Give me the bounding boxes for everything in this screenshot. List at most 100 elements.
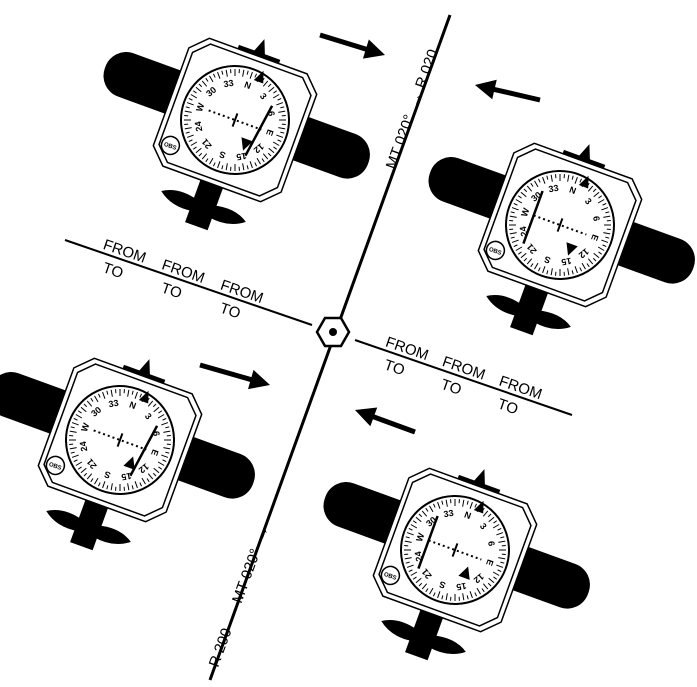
course-label: MT 020° <box>383 112 418 171</box>
dial-label: 12 <box>252 141 266 155</box>
dial-label: 15 <box>121 471 133 483</box>
dial-label: 15 <box>561 256 573 268</box>
course-label: MT 020° <box>229 546 264 605</box>
dial-label: N <box>568 184 578 196</box>
dial-label: 30 <box>89 405 103 419</box>
dial-label: 6 <box>486 540 497 547</box>
dial-label: 24 <box>413 551 425 563</box>
dial-label: S <box>438 579 447 590</box>
dial-label: 21 <box>200 137 214 151</box>
obs-label: OBS <box>163 142 177 152</box>
dial-label: 15 <box>236 151 248 163</box>
radial-label: R 020 <box>412 47 442 90</box>
dial-label: 3 <box>478 521 489 531</box>
dial-label: 24 <box>518 226 530 238</box>
cdi-dots <box>208 109 262 131</box>
dial-label: 6 <box>151 430 162 437</box>
dial-label: E <box>149 448 160 457</box>
dial-label: N <box>243 79 253 91</box>
arrow-icon <box>199 362 271 390</box>
dial-label: 12 <box>137 461 151 475</box>
radial-top-labels: MT 020° → R 020 <box>383 47 442 171</box>
dial-label: N <box>128 399 138 411</box>
dial-label: W <box>194 101 206 113</box>
radial-bottom-labels: R 200 — MT 020° → <box>206 524 273 670</box>
dial-label: E <box>484 558 495 567</box>
dial-label: 30 <box>204 85 218 99</box>
svg-text:—: — <box>222 604 243 624</box>
cdi-needle <box>244 105 274 157</box>
radial-label: R 200 <box>206 626 236 669</box>
to-label: TO <box>382 356 407 379</box>
dial-label: 33 <box>108 398 120 410</box>
obs-label: OBS <box>488 247 502 257</box>
tail-shape <box>381 620 466 655</box>
arrow-icon <box>355 407 416 435</box>
dial-label: 3 <box>143 411 154 421</box>
dial-label: N <box>463 509 473 521</box>
dial-label: S <box>543 254 552 265</box>
dial-label: 6 <box>266 110 277 117</box>
dial-label: 21 <box>420 567 434 581</box>
obs-knob[interactable]: OBS <box>484 239 507 262</box>
arrow-icon <box>319 32 386 59</box>
dial-label: 33 <box>548 183 560 195</box>
to-label: TO <box>218 300 243 323</box>
cdi-dots <box>533 214 587 236</box>
dial-label: W <box>79 421 91 433</box>
to-flag-icon <box>123 456 135 470</box>
dial-label: W <box>519 206 531 218</box>
to-label: TO <box>495 396 520 419</box>
from-flag-icon <box>566 242 578 256</box>
course-index-icon <box>253 70 264 84</box>
dial-label: 12 <box>472 571 486 585</box>
cdi-needle <box>129 425 159 477</box>
dial-label: 21 <box>525 242 539 256</box>
dial-label: 21 <box>85 457 99 471</box>
dial-label: 6 <box>591 215 602 222</box>
tail-shape <box>161 190 246 225</box>
tail-shape <box>46 510 131 545</box>
dial-label: 24 <box>193 121 205 133</box>
obs-knob[interactable]: OBS <box>379 564 402 587</box>
dial-label: S <box>103 469 112 480</box>
to-label: TO <box>159 280 184 303</box>
cdi-dots <box>93 429 147 451</box>
right-flag-labels: FROM FROM FROM TO TO TO <box>382 334 544 419</box>
svg-text:→: → <box>252 524 273 544</box>
course-index-icon <box>473 500 484 514</box>
obs-knob[interactable]: OBS <box>159 134 182 157</box>
dial-label: 33 <box>223 78 235 90</box>
arrow-icon <box>474 79 541 103</box>
dial-label: 24 <box>78 441 90 453</box>
dial-label: 33 <box>443 508 455 520</box>
to-label: TO <box>439 376 464 399</box>
direction-arrows <box>199 32 541 435</box>
obs-knob[interactable]: OBS <box>44 454 67 477</box>
cdi-needle <box>417 515 439 570</box>
cdi-needle <box>522 190 544 245</box>
course-index-icon <box>578 175 589 189</box>
dial-label: 12 <box>577 246 591 260</box>
dial-label: 3 <box>583 196 594 206</box>
dial-label: E <box>589 233 600 242</box>
dial-label: S <box>218 149 227 160</box>
obs-label: OBS <box>48 462 62 472</box>
dial-label: W <box>414 531 426 543</box>
right-flag-line <box>354 339 573 416</box>
to-flag-icon <box>458 566 470 580</box>
svg-text:→: → <box>405 89 426 109</box>
to-label: TO <box>100 259 125 282</box>
left-flag-labels: FROM FROM FROM TO TO TO <box>100 236 265 323</box>
vor-station-icon <box>315 316 351 348</box>
dial-label: 15 <box>456 581 468 593</box>
dial-label: 3 <box>258 91 269 101</box>
left-flag-line <box>64 239 313 326</box>
course-index-icon <box>138 390 149 404</box>
cdi-dots <box>428 539 482 561</box>
